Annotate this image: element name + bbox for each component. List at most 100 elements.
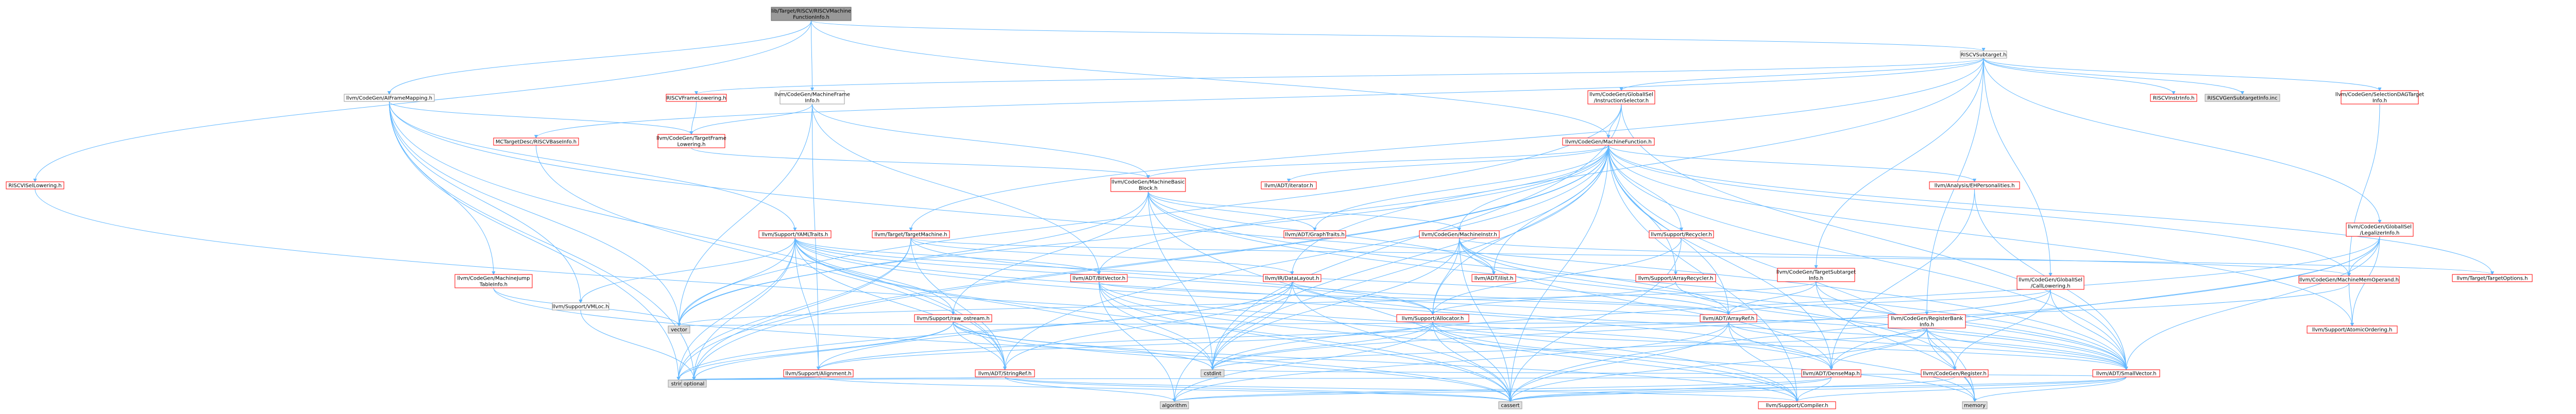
node-compiler[interactable]: llvm/Support/Compiler.h [1758, 401, 1836, 409]
node-rawostream[interactable]: llvm/Support/raw_ostream.h [914, 314, 992, 322]
arrowhead-riscvsubtarget-to-riscvinstrinfo [2172, 91, 2176, 95]
edge-stringref-to-cassert [1005, 376, 1511, 402]
edge-mf-to-smallvector [1608, 145, 2127, 370]
node-arrayrecycler[interactable]: llvm/Support/ArrayRecycler.h [1635, 274, 1716, 282]
node-stringref[interactable]: llvm/ADT/StringRef.h [975, 369, 1035, 377]
edge-jumptable-to-cassert [493, 287, 1511, 402]
arrowhead-riscvsubtarget-to-tsi [1814, 265, 1818, 269]
node-memoperand[interactable]: llvm/CodeGen/MachineMemOperand.h [2298, 275, 2400, 284]
node-box [1070, 274, 1128, 282]
node-box [1758, 401, 1836, 409]
node-label: Info.h [1809, 276, 1823, 282]
arrowhead-riscvsubtarget-to-legalizer [2378, 219, 2382, 224]
edge-calllowering-to-arrayref [1728, 289, 2051, 315]
node-legalizer[interactable]: llvm/CodeGen/GlobalISel/LegalizerInfo.h [2346, 222, 2414, 237]
edge-mctarget-to-stringref [536, 145, 1005, 370]
node-label: Info.h [805, 98, 819, 104]
node-yaml[interactable]: llvm/Support/YAMLTraits.h [758, 230, 832, 238]
node-ilist[interactable]: llvm/ADT/ilist.h [1471, 274, 1516, 282]
node-box [666, 94, 727, 102]
node-arrayref[interactable]: llvm/ADT/ArrayRef.h [1700, 314, 1757, 322]
node-aimap[interactable]: llvm/CodeGen/AIFrameMapping.h [344, 94, 435, 102]
node-box [758, 230, 832, 238]
node-box [1801, 369, 1861, 377]
node-targetoptions[interactable]: llvm/Target/TargetOptions.h [2452, 274, 2533, 282]
node-bitvector[interactable]: llvm/ADT/BitVector.h [1070, 274, 1128, 282]
edge-targetmachine-to-allocator [910, 237, 1433, 315]
node-densemap[interactable]: llvm/ADT/DenseMap.h [1801, 369, 1861, 377]
edge-mfi-to-mbb [812, 104, 1148, 179]
node-cstdint[interactable]: cstdint [1200, 369, 1225, 377]
node-register[interactable]: llvm/CodeGen/Register.h [1921, 369, 1989, 377]
node-vector[interactable]: vector [668, 325, 690, 334]
node-box [1587, 90, 1655, 105]
node-cassert[interactable]: cassert [1498, 401, 1522, 409]
node-label: llvm/CodeGen/MachineMemOperand.h [2299, 278, 2399, 283]
edge-root-to-aimap [389, 20, 811, 95]
node-allocator[interactable]: llvm/Support/Allocator.h [1396, 314, 1469, 322]
node-alignment[interactable]: llvm/Support/Alignment.h [783, 369, 854, 377]
node-box [1929, 181, 2020, 189]
node-recycler[interactable]: llvm/Support/Recycler.h [1649, 230, 1714, 238]
edge-bitvector-to-compiler [1098, 281, 1798, 402]
node-box [657, 134, 725, 148]
arrowhead-yaml-to-vmloc [579, 299, 583, 304]
edge-smallvector-to-compiler [1797, 376, 2127, 402]
node-box [344, 94, 435, 102]
edge-allocator-to-alignment [818, 321, 1433, 370]
edge-mf-to-stringref [1005, 145, 1609, 370]
node-datalayout[interactable]: llvm/IR/DataLayout.h [1263, 274, 1321, 282]
node-isel[interactable]: llvm/CodeGen/GlobalISel/InstructionSelec… [1587, 90, 1655, 105]
node-root[interactable]: lib/Target/RISCV/RISCVMachineFunctionInf… [771, 7, 852, 21]
node-optional[interactable]: optional [681, 380, 707, 388]
node-box [2346, 222, 2414, 237]
node-vmloc[interactable]: llvm/Support/VMLoc.h [552, 302, 609, 310]
edge-yaml-to-bitvector [794, 237, 1099, 275]
edge-allocator-to-smallvector [1432, 321, 2127, 370]
arrowhead-riscvsubtarget-to-calllowering [2048, 272, 2053, 277]
node-targetmachine[interactable]: llvm/Target/TargetMachine.h [872, 230, 950, 238]
node-mctarget[interactable]: MCTargetDesc/RISCVBaseInfo.h [493, 137, 579, 146]
arrowhead-root-to-riscvsubtarget [1981, 47, 1986, 52]
node-memory[interactable]: memory [1962, 401, 1988, 409]
edge-riscvisel-to-compiler [35, 188, 1798, 402]
node-calllowering[interactable]: llvm/CodeGen/GlobalISel/CallLowering.h [2016, 275, 2084, 290]
node-adtiterator[interactable]: llvm/ADT/iterator.h [1261, 181, 1317, 189]
node-label: MCTargetDesc/RISCVBaseInfo.h [496, 140, 577, 145]
node-label: llvm/ADT/ilist.h [1475, 276, 1514, 282]
node-label: Info.h [1920, 322, 1934, 328]
node-machineinstr[interactable]: llvm/CodeGen/MachineInstr.h [1419, 230, 1500, 238]
node-riscvsubtarget[interactable]: RISCVSubtarget.h [1960, 50, 2007, 59]
edge-yaml-to-optional [693, 237, 795, 381]
edge-mf-to-algorithm [1174, 145, 1609, 402]
node-graphtraits[interactable]: llvm/ADT/GraphTraits.h [1283, 230, 1346, 238]
node-riscvinstrinfo[interactable]: RISCVInstrInfo.h [2150, 94, 2197, 102]
edge-registerbank-to-cstdint [1212, 327, 1927, 370]
node-box [1396, 314, 1469, 322]
edge-tsi-to-smallvector [1816, 281, 2127, 370]
arrowhead-riscvsubtarget-to-mctarget [534, 134, 538, 139]
node-smallvector[interactable]: llvm/ADT/SmallVector.h [2092, 369, 2160, 377]
node-mf[interactable]: llvm/CodeGen/MachineFunction.h [1562, 137, 1655, 146]
node-riscvgensubtarget[interactable]: RISCVGenSubtargetInfo.inc [2205, 94, 2280, 102]
node-box [1888, 314, 1966, 329]
node-atomicordering[interactable]: llvm/Support/AtomicOrdering.h [2307, 325, 2398, 334]
node-label: /LegalizerInfo.h [2360, 231, 2400, 236]
node-riscvframelowering[interactable]: RISCVFrameLowering.h [666, 94, 727, 102]
edge-rawostream-to-optional [693, 321, 954, 381]
node-ehpersonal[interactable]: llvm/Analysis/EHPersonalities.h [1929, 181, 2020, 189]
node-riscvisel[interactable]: RISCVISelLowering.h [6, 181, 64, 189]
edge-rawostream-to-stringref [953, 321, 1005, 370]
edge-datalayout-to-string [678, 281, 1293, 381]
node-label: FunctionInfo.h [793, 15, 829, 21]
node-algorithm[interactable]: algorithm [1160, 401, 1189, 409]
node-label: llvm/CodeGen/GlobalISel [2348, 225, 2412, 230]
edge-legalizer-to-smallvector [2126, 236, 2380, 370]
